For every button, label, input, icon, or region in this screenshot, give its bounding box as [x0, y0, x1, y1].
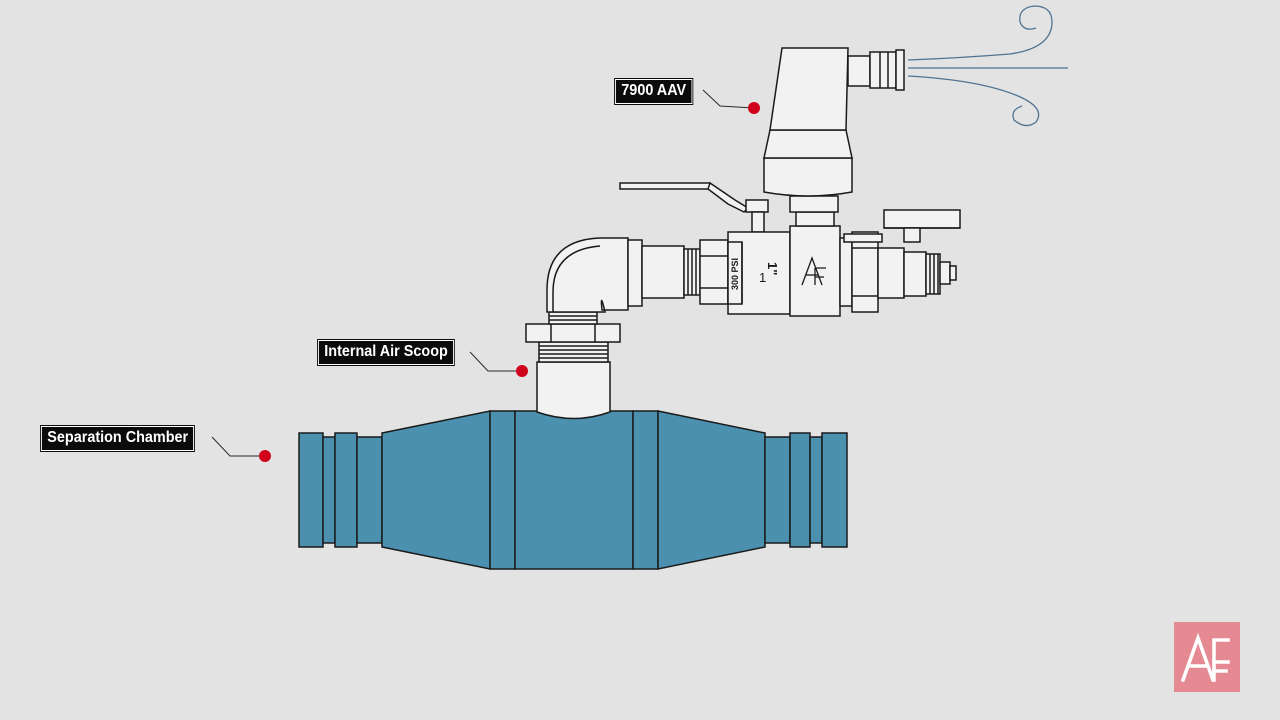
agf-logo-icon: [1174, 622, 1240, 692]
aav-pointer-dot: [748, 102, 760, 114]
callout-pointers: [211, 89, 760, 462]
valve-pressure-marking: 300 PSI: [730, 258, 740, 290]
valve-size-marking-repeat: 1: [759, 270, 766, 285]
air-scoop-pointer-dot: [516, 365, 528, 377]
pipe-elbow: [546, 237, 643, 313]
valve-size-marking: 1": [765, 262, 780, 275]
tee-fitting: [789, 211, 841, 317]
union-nut: [839, 231, 883, 313]
ball-valve: [619, 181, 791, 315]
separation-chamber: [298, 410, 848, 570]
separation-chamber-pointer-dot: [259, 450, 271, 462]
automatic-air-vent: [763, 47, 905, 213]
callout-separation-chamber: Separation Chamber: [41, 426, 195, 451]
internal-air-scoop: [525, 311, 621, 420]
drain-valve: [877, 209, 961, 299]
threaded-nipple: [641, 239, 729, 305]
air-vent-stream-icon: [907, 5, 1068, 127]
callout-7900-aav: 7900 AAV: [615, 79, 693, 104]
callout-internal-air-scoop: Internal Air Scoop: [318, 340, 455, 365]
